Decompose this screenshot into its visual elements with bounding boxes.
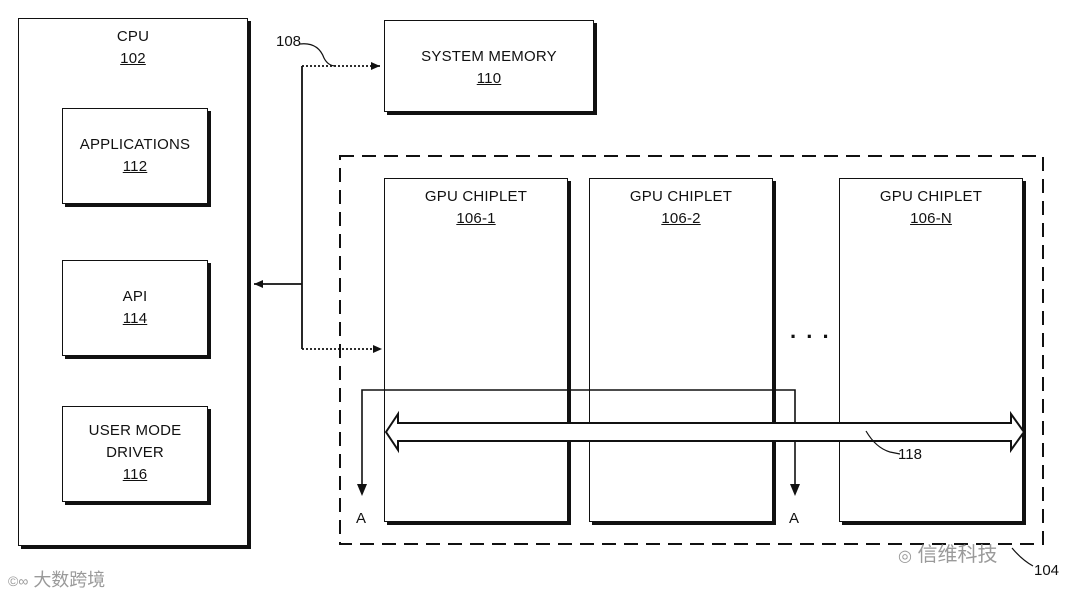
section-a-left-label: A bbox=[356, 510, 367, 527]
gpu-chiplet-2: GPU CHIPLET 106-2 bbox=[589, 178, 773, 522]
watermark-right: ◎ 信维科技 bbox=[898, 538, 998, 567]
chiplet-2-ref: 106-2 bbox=[661, 210, 701, 227]
chiplet-n-ref: 106-N bbox=[910, 210, 952, 227]
package-ref-leader bbox=[1011, 547, 1034, 567]
chiplet-1-ref: 106-1 bbox=[456, 210, 496, 227]
bus-ref-leader bbox=[299, 43, 337, 67]
api-title: API bbox=[122, 288, 148, 305]
watermark-left-icon: ©∞ bbox=[8, 573, 29, 589]
package-ref-label: 104 bbox=[1034, 562, 1060, 579]
api-ref: 114 bbox=[122, 310, 148, 327]
chiplet-1-title: GPU CHIPLET bbox=[424, 188, 528, 205]
crossbar-ref-leader bbox=[865, 430, 901, 455]
system-memory-ref: 110 bbox=[476, 70, 502, 87]
gpu-chiplet-1: GPU CHIPLET 106-1 bbox=[384, 178, 568, 522]
crossbar-ref-label: 118 bbox=[898, 446, 922, 463]
watermark-right-text: 信维科技 bbox=[917, 544, 998, 566]
section-arrow-left bbox=[357, 484, 367, 496]
cpu-title: CPU bbox=[116, 28, 150, 45]
ellipsis-more-chiplets: . . . bbox=[790, 318, 831, 343]
gpu-chiplet-n: GPU CHIPLET 106-N bbox=[839, 178, 1023, 522]
section-a-right-label: A bbox=[789, 510, 800, 527]
applications-title: APPLICATIONS bbox=[79, 136, 191, 153]
umd-line1: USER MODE bbox=[88, 422, 182, 439]
api-block: API 114 bbox=[62, 260, 208, 356]
applications-block: APPLICATIONS 112 bbox=[62, 108, 208, 204]
crossbar-118 bbox=[384, 410, 1026, 454]
applications-ref: 112 bbox=[122, 158, 148, 175]
gpu-package-outline bbox=[339, 155, 1044, 545]
watermark-left: ©∞ 大数跨境 bbox=[8, 566, 105, 592]
chiplet-n-title: GPU CHIPLET bbox=[879, 188, 983, 205]
watermark-left-text: 大数跨境 bbox=[33, 570, 106, 590]
chiplet-2-title: GPU CHIPLET bbox=[629, 188, 733, 205]
bus-ref-label: 108 bbox=[276, 33, 302, 50]
system-memory-block: SYSTEM MEMORY 110 bbox=[384, 20, 594, 112]
watermark-right-icon: ◎ bbox=[898, 548, 912, 565]
umd-ref: 116 bbox=[122, 466, 148, 483]
system-memory-title: SYSTEM MEMORY bbox=[421, 48, 557, 65]
user-mode-driver-block: USER MODE DRIVER 116 bbox=[62, 406, 208, 502]
umd-line2: DRIVER bbox=[106, 444, 164, 461]
cpu-ref: 102 bbox=[120, 50, 146, 67]
section-arrow-right bbox=[790, 484, 800, 496]
